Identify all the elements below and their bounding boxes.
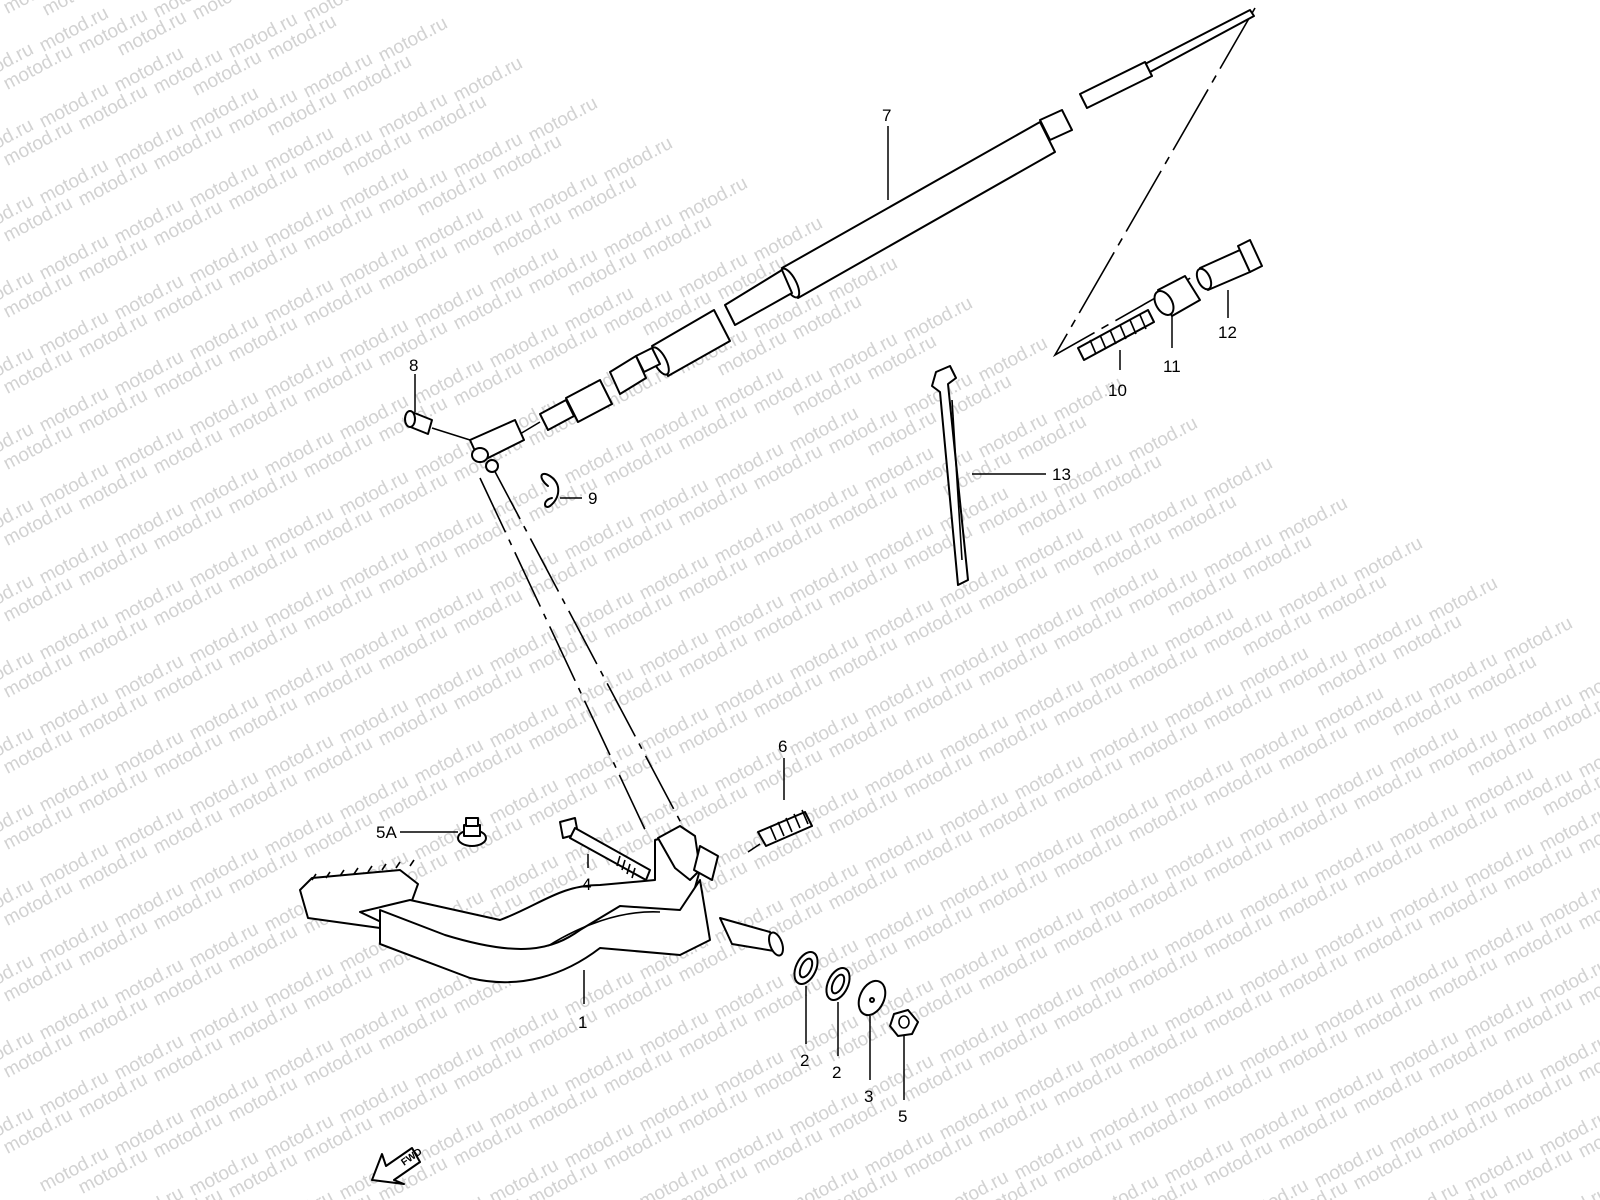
callout-6: 6 (778, 737, 787, 756)
nut-5a (457, 817, 487, 847)
callout-4: 4 (582, 875, 591, 894)
leader-lines (400, 126, 1229, 1100)
callout-8: 8 (409, 356, 418, 375)
flat-washer (857, 979, 887, 1017)
adjuster-bolt (1195, 239, 1263, 291)
washer-2 (825, 967, 851, 1001)
callout-12: 12 (1218, 323, 1237, 342)
brake-pedal (299, 825, 784, 984)
lock-nut (889, 1009, 919, 1037)
clevis-pin (404, 410, 471, 441)
callout-2b: 2 (832, 1063, 841, 1082)
callout-2a: 2 (800, 1051, 809, 1070)
callout-5: 5 (898, 1107, 907, 1126)
brake-cable (519, 9, 1255, 435)
callout-7: 7 (882, 106, 891, 125)
callout-labels: 7 8 9 10 11 12 13 6 5A 4 1 2 2 3 5 (376, 106, 1237, 1126)
pivot-bolt (559, 817, 651, 881)
adjuster-spring (1077, 309, 1155, 361)
guide-lines (479, 7, 1256, 837)
callout-10: 10 (1108, 381, 1127, 400)
cotter-clip (540, 472, 560, 508)
callout-3: 3 (864, 1087, 873, 1106)
fwd-arrow: FWD (371, 1146, 424, 1185)
callout-13: 13 (1052, 465, 1071, 484)
callout-1: 1 (578, 1013, 587, 1032)
return-spring (747, 809, 813, 853)
callout-11: 11 (1163, 357, 1181, 376)
adjuster-joint (1153, 275, 1201, 317)
callout-9: 9 (588, 489, 597, 508)
cable-clevis (469, 419, 525, 473)
callout-5a: 5A (376, 823, 397, 842)
washer-1 (793, 951, 819, 985)
cable-tie (931, 365, 969, 586)
